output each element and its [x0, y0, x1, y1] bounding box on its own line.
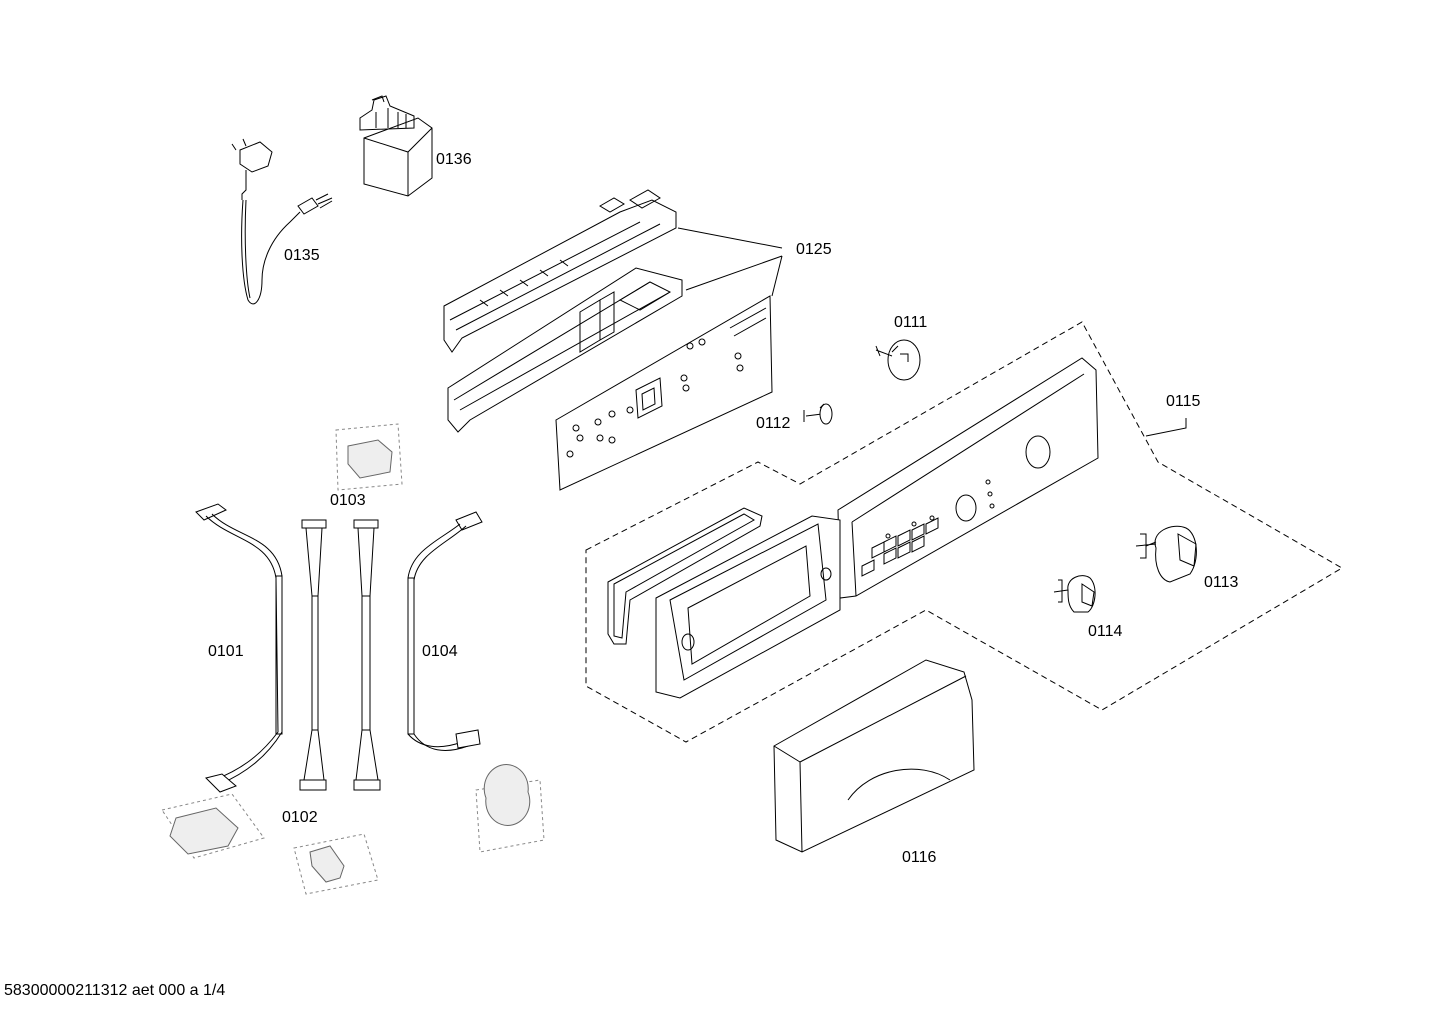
part-label-0115: 0115: [1166, 393, 1201, 410]
cable-harness-left-part[interactable]: [161, 503, 283, 859]
program-knob-part[interactable]: [1135, 525, 1197, 583]
part-label-0111: 0111: [894, 314, 927, 331]
connector-part[interactable]: [335, 423, 403, 491]
part-label-0136: 0136: [436, 151, 472, 168]
power-cord-part[interactable]: [231, 138, 333, 305]
part-label-0135: 0135: [284, 247, 320, 264]
fascia-panel-part[interactable]: [585, 321, 1343, 743]
part-label-0114: 0114: [1088, 623, 1123, 640]
part-label-0104: 0104: [422, 643, 458, 660]
cable-harness-right-part[interactable]: [407, 511, 545, 853]
part-label-0101: 0101: [208, 643, 244, 660]
knob-pin-part[interactable]: [803, 403, 833, 425]
control-module-part[interactable]: [443, 189, 783, 491]
part-label-0102: 0102: [282, 809, 318, 826]
part-label-0116: 0116: [902, 849, 937, 866]
part-label-0113: 0113: [1204, 574, 1239, 591]
knob-axle-part[interactable]: [875, 339, 921, 381]
part-label-0125: 0125: [796, 241, 832, 258]
selector-knob-part[interactable]: [1053, 575, 1096, 613]
cable-harness-pair-part[interactable]: [293, 519, 381, 895]
document-id: 58300000211312 aet 000 a 1/4: [4, 982, 226, 999]
part-label-0112: 0112: [756, 415, 791, 432]
part-label-0103: 0103: [330, 492, 366, 509]
drawer-handle-part[interactable]: [773, 659, 975, 853]
interference-filter-part[interactable]: [359, 95, 433, 197]
